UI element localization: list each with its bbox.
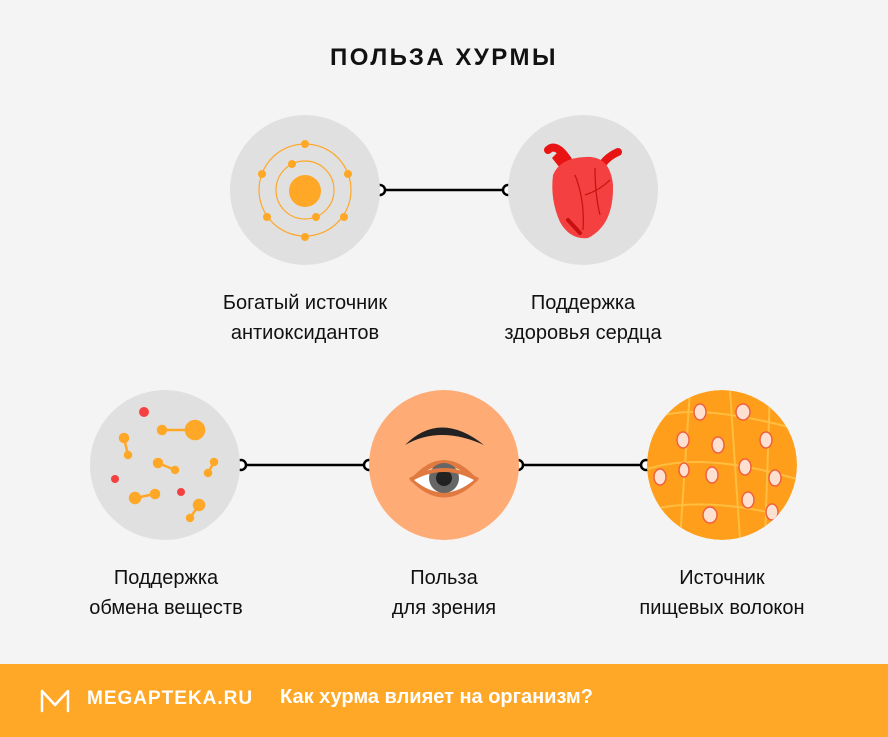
label-line: Поддержка: [113, 567, 219, 589]
eye-icon: [369, 390, 519, 540]
atom-icon: [230, 115, 380, 265]
footer-bar: MEGAPTEKA.RU Как хурма влияет на организ…: [0, 664, 888, 737]
connector-bottom-right: [511, 458, 653, 472]
heart-icon: [508, 115, 658, 265]
label-line: Польза: [410, 567, 478, 589]
connector-bottom-left: [234, 458, 376, 472]
label-line: для зрения: [391, 597, 497, 619]
label-vision: Польза для зрения: [314, 563, 574, 623]
label-line: обмена веществ: [89, 597, 243, 619]
label-heart: Поддержка здоровья сердца: [453, 288, 713, 348]
megapteka-logo-icon: [40, 689, 70, 713]
label-line: Поддержка: [530, 292, 636, 314]
label-metabolism: Поддержка обмена веществ: [36, 563, 296, 623]
label-line: Источник: [679, 567, 765, 589]
brand-name[interactable]: MEGAPTEKA.RU: [87, 688, 254, 709]
connector-top: [373, 183, 515, 197]
footer-question: Как хурма влияет на организм?: [280, 686, 593, 708]
fiber-icon: [647, 390, 797, 540]
page-title: ПОЛЬЗА ХУРМЫ: [330, 44, 558, 71]
label-antioxidants: Богатый источник антиоксидантов: [175, 288, 435, 348]
label-line: здоровья сердца: [504, 322, 662, 344]
label-fiber: Источник пищевых волокон: [592, 563, 852, 623]
label-line: антиоксидантов: [230, 322, 380, 344]
label-line: пищевых волокон: [639, 597, 805, 619]
molecules-icon: [90, 390, 240, 540]
label-line: Богатый источник: [222, 292, 388, 314]
diagram: [90, 115, 797, 540]
